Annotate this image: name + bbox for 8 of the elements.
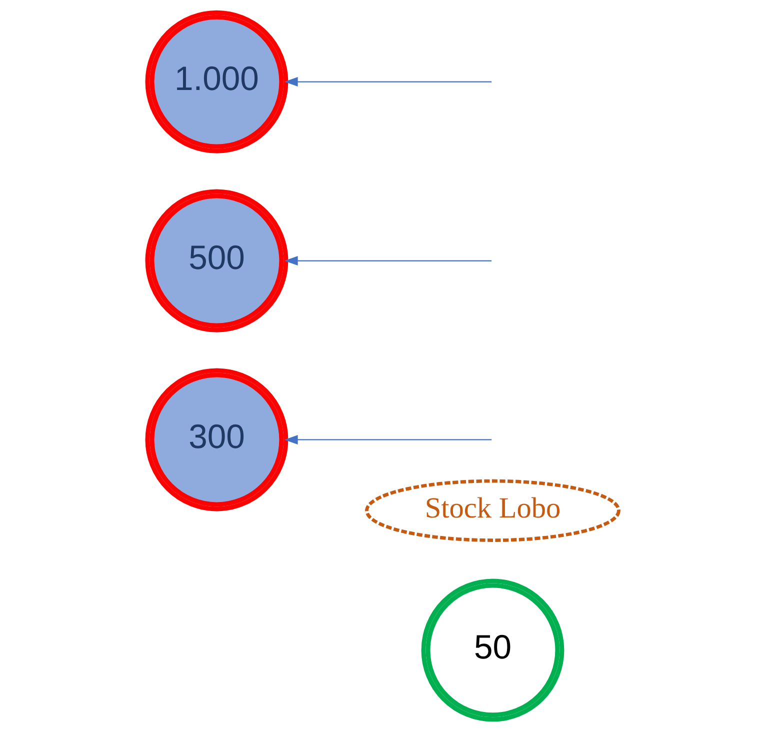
arrow xyxy=(284,256,492,266)
node-circle: 300 xyxy=(144,368,288,512)
arrow xyxy=(284,435,492,444)
node-circle: 500 xyxy=(144,189,288,332)
node-ellipse: Stock Lobo xyxy=(364,479,620,542)
node-circle: 50 xyxy=(420,578,564,722)
arrow xyxy=(284,77,492,87)
node-circle: 1.000 xyxy=(144,10,288,154)
